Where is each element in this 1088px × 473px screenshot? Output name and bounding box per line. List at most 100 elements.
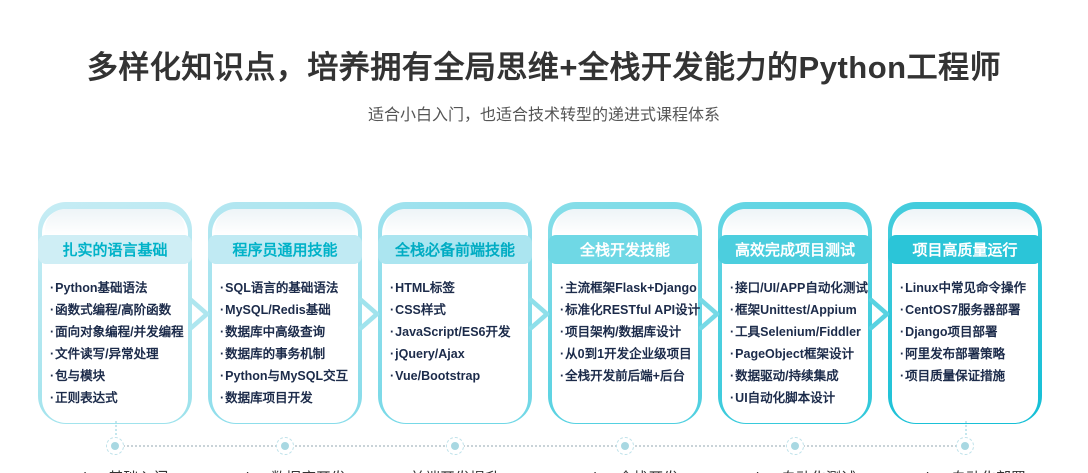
card-item-label: Python与MySQL交互 <box>225 369 349 383</box>
card-item: ·全栈开发前后端+后台 <box>560 365 693 387</box>
timeline-node <box>276 437 294 455</box>
card-item: ·正则表达式 <box>50 387 183 409</box>
card-item: ·面向对象编程/并发编程 <box>50 321 184 343</box>
card-item: ·文件读写/异常处理 <box>50 343 183 365</box>
card-header: 全栈必备前端技能 <box>378 235 532 264</box>
card-item-label: 接口/UI/APP自动化测试 <box>735 281 868 295</box>
card-item-label: Vue/Bootstrap <box>395 369 481 383</box>
bullet-icon: · <box>900 347 905 361</box>
card-item: ·Python基础语法 <box>50 277 183 299</box>
card-item: ·JavaScript/ES6开发 <box>390 321 523 343</box>
card-item-label: 框架Unittest/Appium <box>735 303 857 317</box>
card-item: ·标准化RESTful API设计 <box>560 299 700 321</box>
card-header: 扎实的语言基础 <box>38 235 192 264</box>
card-item: ·HTML标签 <box>390 277 523 299</box>
card-item-label: 数据库项目开发 <box>225 391 313 405</box>
timeline-node <box>106 437 124 455</box>
card-title-label: 程序员通用技能 <box>232 242 338 259</box>
bullet-icon: · <box>220 369 225 383</box>
bullet-icon: · <box>730 303 735 317</box>
card-title-label: 项目高质量运行 <box>912 242 1018 259</box>
card-item-label: Linux中常见命令操作 <box>905 281 1027 295</box>
card-item-label: Django项目部署 <box>905 325 998 339</box>
card-item: ·函数式编程/高阶函数 <box>50 299 183 321</box>
stage-label: 前端开发提升 <box>370 467 540 473</box>
card-item-label: JavaScript/ES6开发 <box>395 325 511 339</box>
card-item-label: 函数式编程/高阶函数 <box>55 303 172 317</box>
timeline: Python基础入门Python数据库开发前端开发提升Python全栈开发Pyt… <box>0 421 1088 473</box>
card-item-label: 数据库中高级查询 <box>225 325 326 339</box>
card-item: ·Python与MySQL交互 <box>220 365 353 387</box>
timeline-connector <box>115 421 117 435</box>
card-title-label: 高效完成项目测试 <box>734 242 855 259</box>
card-body: 项目高质量运行·Linux中常见命令操作·CentOS7服务器部署·Django… <box>888 209 1042 423</box>
card-top-strip <box>215 209 355 235</box>
card-item-label: 正则表达式 <box>55 391 118 405</box>
card-item-list: ·Linux中常见命令操作·CentOS7服务器部署·Django项目部署·阿里… <box>892 264 1038 387</box>
bullet-icon: · <box>730 281 735 295</box>
card-item: ·jQuery/Ajax <box>390 343 523 365</box>
card-item-list: ·接口/UI/APP自动化测试·框架Unittest/Appium·工具Sele… <box>722 264 868 409</box>
timeline-line <box>115 445 965 447</box>
stage-label: Python基础入门 <box>30 467 200 473</box>
bullet-icon: · <box>220 281 225 295</box>
bullet-icon: · <box>560 325 565 339</box>
bullet-icon: · <box>390 347 395 361</box>
page-subtitle: 适合小白入门，也适合技术转型的递进式课程体系 <box>367 107 720 124</box>
card-item-label: Python基础语法 <box>55 281 148 295</box>
card-item: ·数据库中高级查询 <box>220 321 353 343</box>
bullet-icon: · <box>730 347 735 361</box>
bullet-icon: · <box>50 347 55 361</box>
course-card-2: 程序员通用技能·SQL语言的基础语法·MySQL/Redis基础·数据库中高级查… <box>208 202 362 424</box>
bullet-icon: · <box>50 303 55 317</box>
card-item-label: 项目质量保证措施 <box>905 369 1006 383</box>
bullet-icon: · <box>900 369 905 383</box>
bullet-icon: · <box>50 369 55 383</box>
bullet-icon: · <box>50 391 55 405</box>
card-item-list: ·HTML标签·CSS样式·JavaScript/ES6开发·jQuery/Aj… <box>382 264 528 387</box>
arrow-right-icon <box>526 294 552 334</box>
arrow-right-icon <box>186 294 212 334</box>
bullet-icon: · <box>560 281 565 295</box>
card-item: ·项目架构/数据库设计 <box>560 321 693 343</box>
card-title-label: 全栈开发技能 <box>579 242 670 259</box>
timeline-node <box>956 437 974 455</box>
card-item: ·Django项目部署 <box>900 321 1033 343</box>
card-item: ·数据库项目开发 <box>220 387 353 409</box>
timeline-node <box>446 437 464 455</box>
card-item-label: CSS样式 <box>395 303 446 317</box>
card-item-label: 全栈开发前后端+后台 <box>565 369 685 383</box>
bullet-icon: · <box>390 303 395 317</box>
timeline-dot-icon <box>961 442 969 450</box>
bullet-icon: · <box>390 369 395 383</box>
card-header: 全栈开发技能 <box>548 235 702 264</box>
card-item-label: SQL语言的基础语法 <box>225 281 339 295</box>
course-card-5: 高效完成项目测试·接口/UI/APP自动化测试·框架Unittest/Appiu… <box>718 202 872 424</box>
arrow-right-icon <box>356 294 382 334</box>
bullet-icon: · <box>730 369 735 383</box>
card-title-label: 扎实的语言基础 <box>62 242 168 259</box>
card-item-label: 数据库的事务机制 <box>225 347 326 361</box>
card-item: ·数据库的事务机制 <box>220 343 353 365</box>
timeline-node <box>616 437 634 455</box>
skill-cards-row: 扎实的语言基础·Python基础语法·函数式编程/高阶函数·面向对象编程/并发编… <box>38 202 1042 424</box>
course-path-infographic: 多样化知识点，培养拥有全局思维+全栈开发能力的Python工程师 适合小白入门，… <box>0 42 1088 473</box>
card-top-strip <box>725 209 865 235</box>
card-top-strip <box>45 209 185 235</box>
card-header: 高效完成项目测试 <box>718 235 872 264</box>
card-item-label: 阿里发布部署策略 <box>905 347 1006 361</box>
bullet-icon: · <box>730 325 735 339</box>
course-card-4: 全栈开发技能·主流框架Flask+Django·标准化RESTful API设计… <box>548 202 702 424</box>
bullet-icon: · <box>390 281 395 295</box>
timeline-dot-icon <box>111 442 119 450</box>
bullet-icon: · <box>220 391 225 405</box>
timeline-dot-icon <box>451 442 459 450</box>
bullet-icon: · <box>560 347 565 361</box>
bullet-icon: · <box>900 281 905 295</box>
card-item: ·工具Selenium/Fiddler <box>730 321 863 343</box>
card-item: ·接口/UI/APP自动化测试 <box>730 277 868 299</box>
card-top-strip <box>555 209 695 235</box>
bullet-icon: · <box>730 391 735 405</box>
timeline-dot-icon <box>621 442 629 450</box>
card-item-label: HTML标签 <box>395 281 455 295</box>
